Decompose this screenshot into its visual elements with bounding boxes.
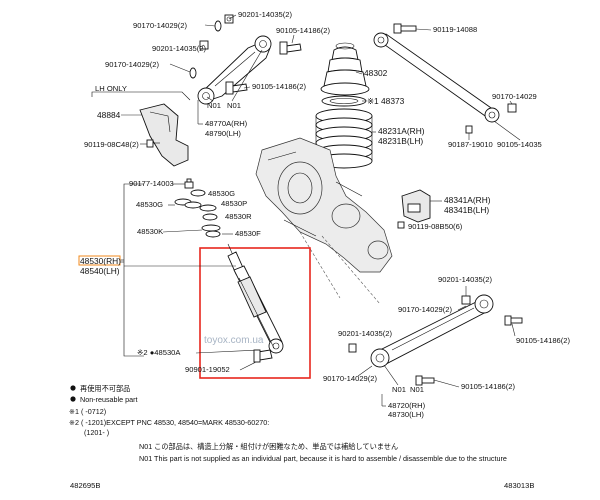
label-48530-rh-box: [78, 255, 121, 266]
label-48540-lh[interactable]: 48540(LH): [80, 266, 120, 276]
label-90119-08b50[interactable]: 90119-08B50(6): [408, 222, 463, 231]
label-48530f[interactable]: 48530F: [235, 229, 261, 238]
label-90119-14088[interactable]: 90119-14088: [433, 25, 477, 34]
label-48730-lh[interactable]: 48730(LH): [388, 410, 424, 419]
label-n01-d[interactable]: N01: [410, 385, 424, 394]
legend-en-nonreuse: Non-reusable part: [80, 395, 138, 404]
nut-lower-b: [348, 343, 357, 353]
label-90119-08c48[interactable]: 90119-08C48(2): [84, 140, 139, 149]
watermark: toyox.com.ua: [204, 335, 264, 346]
nut-90177-14003: [184, 178, 194, 189]
label-48770a-rh[interactable]: 48770A(RH): [205, 119, 248, 128]
legend-note1: ※1 ( -0712): [69, 407, 106, 416]
label-48373[interactable]: ※1 48373: [367, 96, 405, 106]
bracket-48884[interactable]: [139, 103, 189, 167]
label-90177-14003[interactable]: 90177-14003: [129, 179, 174, 188]
label-90201-14035-d[interactable]: 90201-14035(2): [338, 329, 393, 338]
label-90105-14035[interactable]: 90105-14035: [497, 140, 542, 149]
label-90105-14186-d[interactable]: 90105-14186(2): [461, 382, 516, 391]
bump-stopper-48302[interactable]: [320, 42, 370, 96]
label-48530a[interactable]: ※2 ●48530A: [137, 348, 181, 357]
label-48530g-right[interactable]: 48530G: [208, 189, 235, 198]
label-90170-14029-e[interactable]: 90170-14029(2): [323, 374, 378, 383]
label-90901-19052[interactable]: 90901-19052: [185, 365, 230, 374]
label-48790-lh[interactable]: 48790(LH): [205, 129, 241, 138]
label-90170-14029-b[interactable]: 90170-14029(2): [105, 60, 160, 69]
label-48720-rh[interactable]: 48720(RH): [388, 401, 426, 410]
lower-control-arm-right[interactable]: [370, 294, 494, 368]
label-90170-14029-c[interactable]: 90170-14029: [492, 92, 537, 101]
legend-n01-en: N01 This part is not supplied as an indi…: [139, 454, 507, 463]
legend-note2-cont: (1201- ): [84, 428, 109, 437]
nut-lower-a: [461, 295, 471, 305]
shock-kit-bracket: [120, 183, 144, 357]
label-90170-14029-d[interactable]: 90170-14029(2): [398, 305, 453, 314]
bolt-90105-upper-a: [279, 41, 302, 55]
label-48341b-lh[interactable]: 48341B(LH): [444, 205, 489, 215]
label-48341a-rh[interactable]: 48341A(RH): [444, 195, 491, 205]
label-n01-b[interactable]: N01: [227, 101, 241, 110]
label-48530-rh[interactable]: 48530(RH): [80, 256, 121, 266]
bolt-90901-19052: [253, 349, 273, 363]
label-48530r[interactable]: 48530R: [225, 212, 252, 221]
upper-control-arm-left[interactable]: [197, 35, 272, 105]
washer-upper-a: [214, 20, 222, 32]
coil-spring-48231[interactable]: [315, 108, 373, 169]
label-90105-14186-a[interactable]: 90105-14186(2): [276, 26, 331, 35]
legend: 再使用不可部品 Non-reusable part ※1 ( -0712) ※2…: [69, 384, 507, 463]
label-48231b-lh[interactable]: 48231B(LH): [378, 136, 423, 146]
legend-note2: ※2 ( -1201)EXCEPT PNC 48530, 48540=MARK …: [69, 418, 269, 427]
label-90105-14186-c[interactable]: 90105-14186(2): [516, 336, 571, 345]
cushion-48530g-b: [174, 198, 202, 209]
label-48884[interactable]: 48884: [97, 110, 121, 120]
lh-only-box: LH ONLY: [91, 84, 191, 101]
label-n01-c[interactable]: N01: [392, 385, 406, 394]
retainer-48530r: [202, 213, 218, 221]
label-90187-19010[interactable]: 90187-19010: [448, 140, 493, 149]
label-90201-14035-b[interactable]: 90201-14035(2): [152, 44, 207, 53]
shock-absorber-48530[interactable]: [227, 243, 284, 354]
legend-jp-nonreuse: 再使用不可部品: [80, 384, 130, 393]
footer-code-left: 482695B: [70, 481, 100, 490]
label-90201-14035-c[interactable]: 90201-14035(2): [438, 275, 493, 284]
legend-n01-jp: N01 この部品は、構造上分解・組付けが困難なため、単品では補給していません: [139, 442, 398, 451]
label-48302[interactable]: 48302: [364, 68, 388, 78]
label-48530k[interactable]: 48530K: [137, 227, 163, 236]
label-90201-14035-top[interactable]: 90201-14035(2): [238, 10, 293, 19]
lateral-rod-upper-right[interactable]: [373, 32, 500, 123]
cushion-48530g-a: [190, 189, 206, 197]
bolt-90119-08b50: [397, 221, 405, 229]
rear-axle-knuckle: [255, 137, 393, 305]
bolt-lower-a: [504, 315, 523, 326]
footer-code-right: 483013B: [504, 481, 534, 490]
label-48231a-rh[interactable]: 48231A(RH): [378, 126, 425, 136]
washer-upper-b: [189, 67, 197, 79]
nut-90170-right: [507, 103, 517, 113]
bracket-48341[interactable]: [401, 189, 431, 223]
label-48530g-left[interactable]: 48530G: [136, 200, 163, 209]
bolt-90119-08c48: [146, 139, 160, 148]
bolt-90119-14088: [393, 23, 417, 34]
shock-absorber-highlight[interactable]: [199, 247, 311, 379]
label-n01-a[interactable]: N01: [207, 101, 221, 110]
cushion-48530k: [201, 224, 221, 238]
spring-insulator-48373[interactable]: [321, 95, 367, 107]
label-90170-14029-a[interactable]: 90170-14029(2): [133, 21, 188, 30]
label-90105-14186-b[interactable]: 90105-14186(2): [252, 82, 307, 91]
lh-only-label: LH ONLY: [95, 84, 127, 93]
label-48530p[interactable]: 48530P: [221, 199, 247, 208]
bolt-90187: [465, 125, 473, 134]
washer-48530p: [199, 204, 217, 212]
bolt-lower-b: [415, 375, 435, 386]
